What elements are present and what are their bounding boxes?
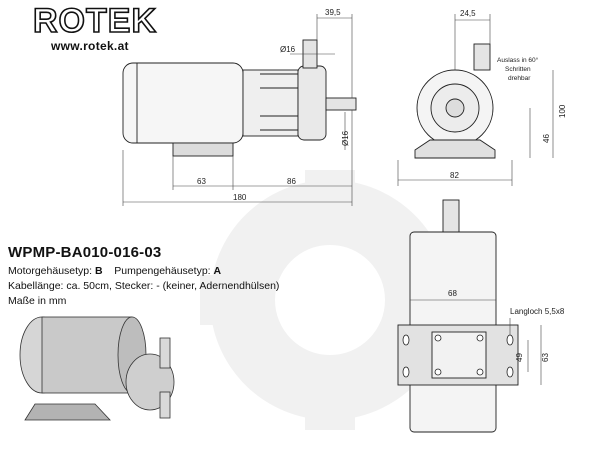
cable-line: Kabellänge: ca. 50cm, Stecker: - (keiner… bbox=[8, 280, 280, 292]
outlet-note-1: Auslass in 60° bbox=[497, 56, 539, 64]
motor-housing-value: B bbox=[94, 265, 103, 277]
mount-foot bbox=[172, 142, 234, 157]
dim-bottom-width: 68 bbox=[448, 289, 457, 298]
slot-label: Langloch 5,5x8 bbox=[510, 307, 565, 316]
brand-logo: ROTEK www.rotek.at bbox=[32, 2, 193, 53]
pump-housing-label: Pumpengehäusetyp: bbox=[114, 265, 211, 277]
dim-front-offset: 24,5 bbox=[460, 9, 476, 18]
dim-outlet-dia: Ø16 bbox=[341, 130, 350, 146]
dim-slot-height: 49 bbox=[515, 353, 524, 362]
brand-url: www.rotek.at bbox=[51, 39, 129, 53]
product-model: WPMP-BA010-016-03 bbox=[8, 244, 162, 261]
outlet-note-2: Schritten bbox=[505, 66, 531, 73]
units-note: Maße in mm bbox=[8, 295, 67, 307]
dim-top-offset: 39,5 bbox=[325, 8, 341, 17]
inlet-pipe bbox=[325, 97, 357, 111]
pump-housing-value: A bbox=[213, 265, 222, 277]
housing-types-line: Motorgehäusetyp: B Pumpengehäusetyp: A bbox=[8, 264, 221, 278]
dim-height-total: 100 bbox=[558, 104, 567, 118]
dim-total-length: 180 bbox=[233, 193, 247, 202]
dim-front-width: 82 bbox=[450, 171, 459, 180]
brand-name: ROTEK bbox=[32, 2, 157, 40]
outlet-note-3: drehbar bbox=[508, 75, 531, 82]
dim-height-outlet: 46 bbox=[542, 134, 551, 143]
dim-slot-span: 63 bbox=[541, 353, 550, 362]
dim-base-width: 63 bbox=[197, 177, 206, 186]
motor-housing-label: Motorgehäusetyp: bbox=[8, 265, 93, 277]
dim-inlet-dia: Ø16 bbox=[280, 45, 296, 54]
dim-pump-length: 86 bbox=[287, 177, 296, 186]
